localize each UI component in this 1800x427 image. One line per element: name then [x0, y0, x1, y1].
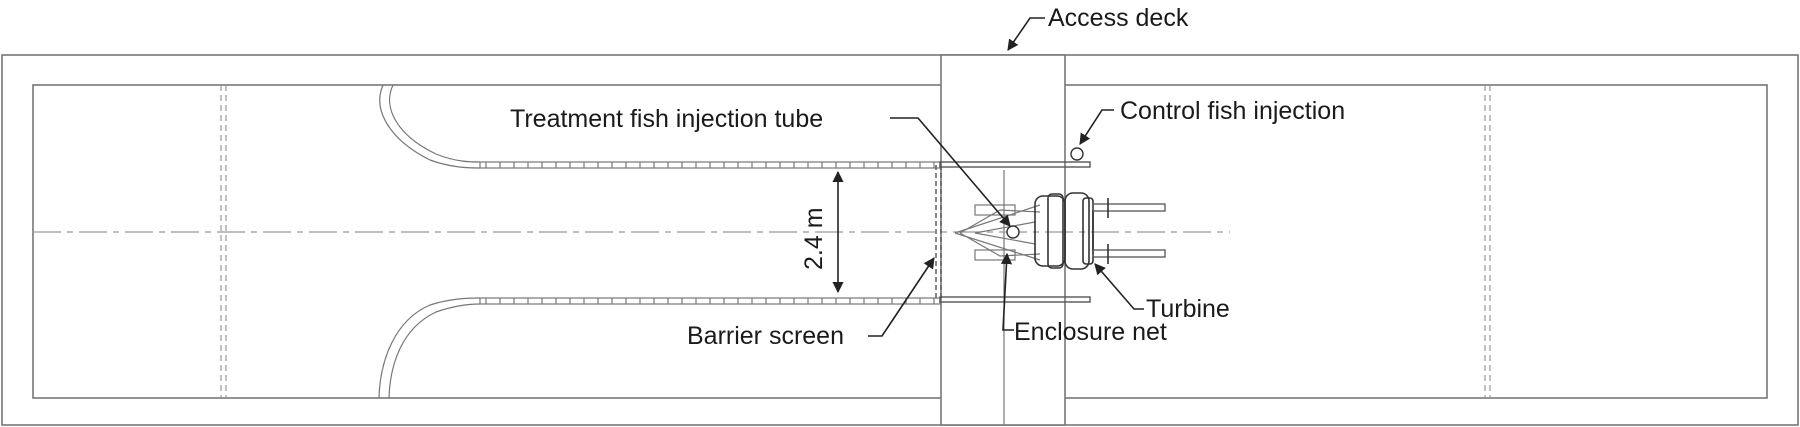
barrier-screen: [935, 165, 942, 300]
access-deck: [940, 54, 1066, 426]
inner-channel: [32, 84, 1768, 399]
lower-inlet-wall: [378, 296, 1091, 399]
barrier-screen-leader: [868, 257, 935, 337]
barrier-screen-label: Barrier screen: [687, 322, 844, 350]
enclosure-net-label: Enclosure net: [1014, 318, 1167, 346]
enclosure-net-leader: [1000, 252, 1014, 331]
control-injection-port: [1070, 147, 1084, 161]
enclosure-net: [954, 204, 1041, 261]
access-deck-label: Access deck: [1048, 4, 1189, 32]
turbine-label: Turbine: [1146, 295, 1230, 323]
access-deck-leader: [1007, 17, 1045, 51]
outer-wall: [1, 54, 1799, 426]
control-injection-label: Control fish injection: [1120, 97, 1345, 125]
transverse-dashed-lines: [220, 85, 1491, 398]
turbine: [1034, 192, 1166, 270]
upper-inlet-wall: [379, 84, 1091, 169]
treatment-tube-outlet: [1006, 225, 1020, 239]
turbine-leader: [1094, 263, 1144, 310]
control-injection-leader: [1079, 109, 1114, 145]
treatment-tube-leader: [890, 117, 1011, 227]
dimension-label: 2.4 m: [800, 207, 828, 270]
treatment-tube-label: Treatment fish injection tube: [510, 105, 823, 133]
